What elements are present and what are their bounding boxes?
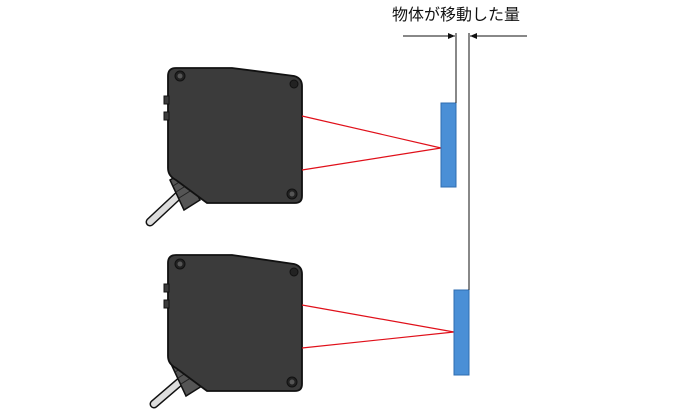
movement-amount-label: 物体が移動した量	[392, 5, 521, 24]
bottom-laser-receive	[301, 331, 455, 349]
screw-icon	[289, 267, 299, 277]
bottom-sensor-body	[167, 254, 303, 392]
bottom-sensor	[149, 254, 455, 409]
top-laser-receive	[301, 147, 442, 171]
top-target-object	[440, 102, 457, 188]
screw-icon	[289, 79, 299, 89]
top-sensor	[145, 67, 442, 227]
top-sensor-body	[167, 67, 303, 204]
bottom-laser-emit	[301, 304, 455, 333]
top-laser-emit	[301, 115, 442, 149]
bottom-target-object	[453, 289, 470, 376]
